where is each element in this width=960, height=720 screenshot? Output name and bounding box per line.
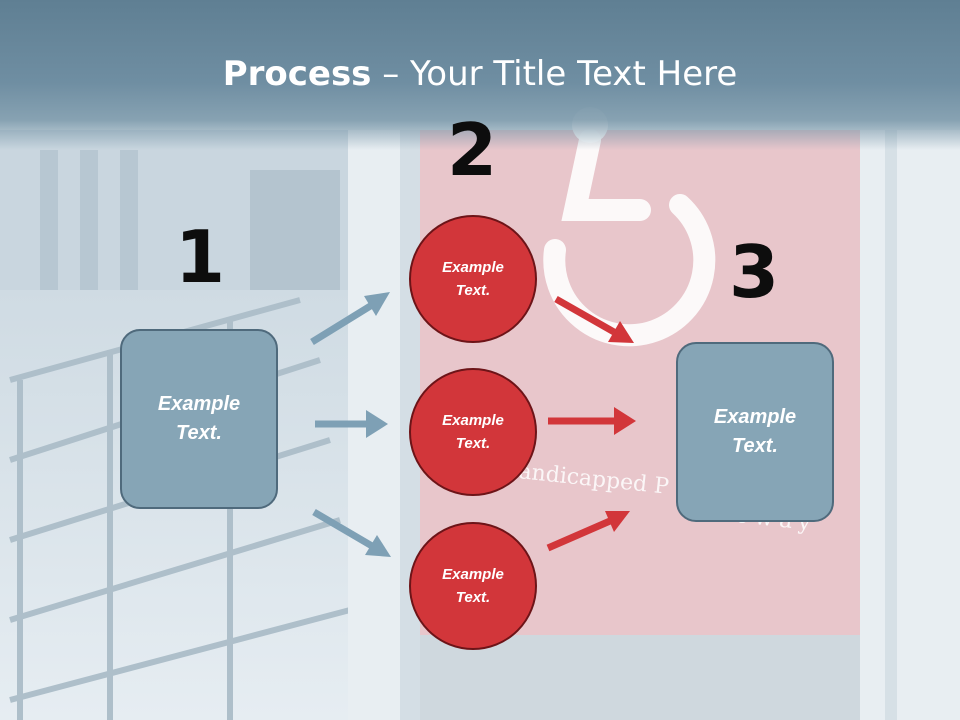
title-rest: – Your Title Text Here (371, 54, 738, 94)
circle-1-text: Example Text. (442, 259, 504, 299)
circle-3-text: Example Text. (442, 566, 504, 606)
title-bold: Process (222, 54, 372, 94)
page-title: Process – Your Title Text Here (0, 52, 960, 96)
circle-step-1: Example Text. (409, 215, 537, 343)
step-number-3: 3 (728, 230, 780, 314)
wheelchair-sign-icon (543, 129, 716, 347)
step-number-2: 2 (446, 108, 498, 192)
circle-step-3: Example Text. (409, 522, 537, 650)
left-box-text: Example Text. (157, 393, 241, 444)
circle-2-text: Example Text. (442, 412, 504, 452)
circle-step-2: Example Text. (409, 368, 537, 496)
right-process-box: Example Text. (676, 342, 834, 522)
left-process-box: Example Text. (120, 329, 278, 509)
step-number-1: 1 (174, 215, 226, 299)
title-bar (0, 0, 960, 150)
right-box-text: Example Text. (713, 406, 797, 457)
